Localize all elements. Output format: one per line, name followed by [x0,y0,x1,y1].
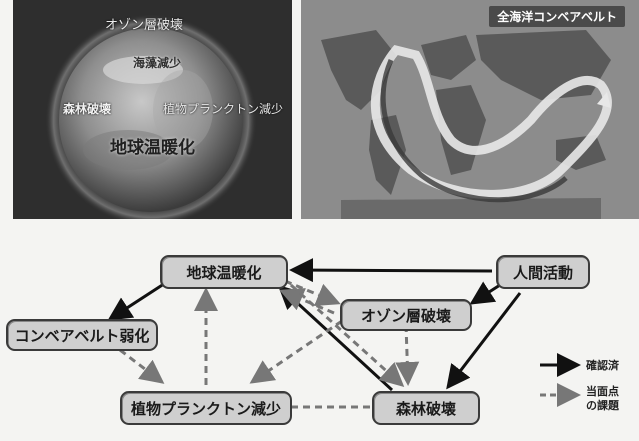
seaweed-decline-label: 海藻減少 [133,56,182,70]
node-deforestation: 森林破壊 [372,391,480,425]
legend-issue-label-line2: の課題 [586,399,619,412]
legend-confirmed-label: 確認済 [586,359,619,372]
deforestation-label: 森林破壊 [63,102,112,116]
plankton-decline-label: 植物プランクトン減少 [163,102,284,116]
node-plankton-decline: 植物プランクトン減少 [120,391,292,425]
ozone-depletion-label: オゾン層破壊 [105,18,184,33]
node-human-activity: 人間活動 [496,255,590,289]
arrow-ozone-to-plankton [249,319,343,384]
arrow-warming-to-forest [280,275,405,388]
globe-image-panel: オゾン層破壊 海藻減少 森林破壊 植物プランクトン減少 地球温暖化 [13,0,292,219]
arrow-human-to-warming [289,258,493,283]
diagram-arrows [107,258,581,419]
globe-illustration [13,0,292,219]
node-global-warming: 地球温暖化 [160,255,288,289]
relationship-diagram: 地球温暖化 人間活動 オゾン層破壊 コンベアベルト弱化 植物プランクトン減少 森… [0,225,639,441]
global-warming-label: 地球温暖化 [110,138,195,158]
arrow-conveyor-to-plankton [119,348,165,384]
node-conveyor-weakening: コンベアベルト弱化 [6,319,158,351]
conveyor-map-panel: 全海洋コンベアベルト [301,0,639,219]
arrow-warming-to-conveyor [107,278,171,321]
arrow-human-to-ozone [469,281,501,305]
arrow-warming-to-ozone [284,279,341,307]
arrow-ozone-to-forest [395,324,420,386]
world-map-illustration [301,0,639,219]
arrow-human-to-forest [446,292,522,390]
node-ozone-depletion: オゾン層破壊 [340,299,472,331]
legend-issue-label-line1: 当面点 [586,385,619,398]
map-title: 全海洋コンベアベルト [489,6,625,27]
